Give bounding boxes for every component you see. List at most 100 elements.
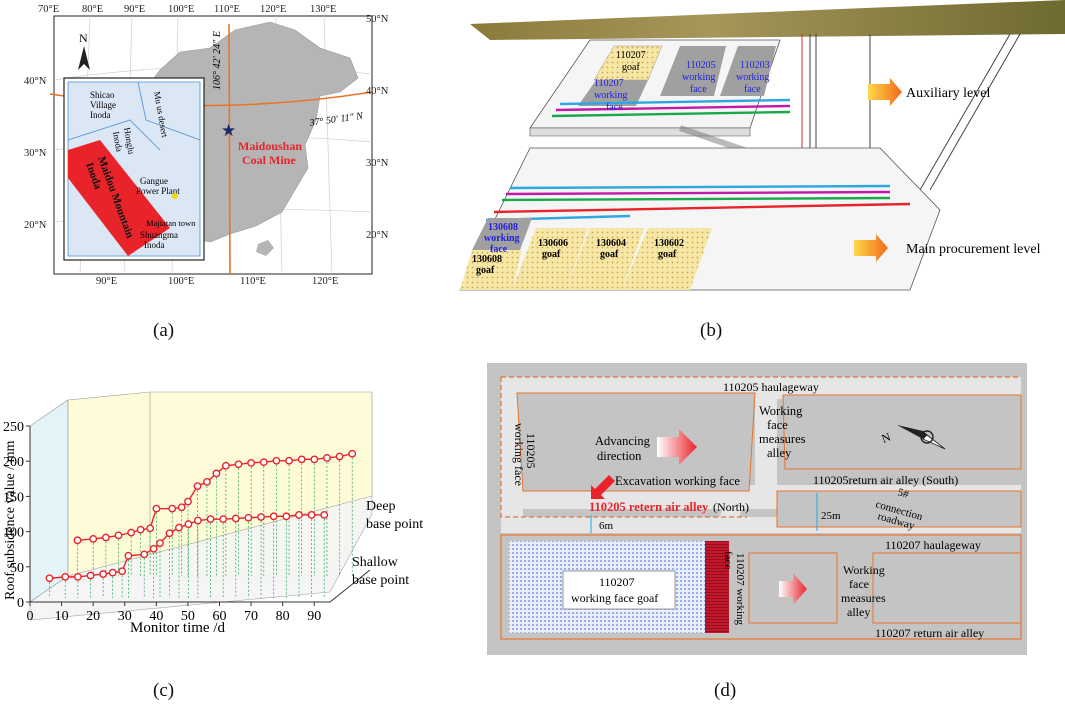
excavation-arrow-icon — [591, 475, 615, 499]
x-tick-label: 70 — [244, 609, 258, 624]
lon-tick: 100°E — [168, 4, 194, 15]
wf-205-label-2: working face — [512, 423, 526, 486]
data-point — [206, 515, 215, 524]
panel-a-map: ★ Maidoushan Coal Mine 106° 42' 24" E 37… — [20, 0, 395, 300]
data-point — [136, 525, 145, 534]
lon-tick: 90°E — [96, 276, 117, 287]
data-point — [323, 454, 331, 462]
return-207-label: 110207 return air alley — [875, 626, 984, 640]
wf-207-label: 110207 working — [734, 553, 746, 626]
data-point — [184, 497, 192, 506]
lat-tick: 50°N — [366, 14, 389, 25]
roadway-plan: 110205 haulageway 110205 working face Ad… — [487, 363, 1027, 655]
data-point — [108, 568, 117, 577]
legend-deep-2: base point — [366, 517, 423, 532]
data-point — [247, 458, 256, 467]
goaf-label: 110207 — [599, 575, 635, 589]
haulageway-207-label: 110207 haulageway — [885, 538, 981, 552]
svg-text:Inoda: Inoda — [144, 240, 165, 250]
data-point — [73, 572, 82, 581]
data-point — [124, 551, 133, 560]
ground-surface — [470, 0, 1065, 40]
data-point — [165, 529, 174, 538]
twentyfive-m-label: 25m — [821, 510, 841, 522]
advancing-label-2: direction — [597, 449, 642, 463]
x-tick-label: 80 — [276, 609, 290, 624]
data-point — [269, 512, 278, 521]
north-word-label: (North) — [713, 500, 749, 514]
mine-label-2: Coal Mine — [242, 153, 296, 167]
svg-text:goaf: goaf — [658, 249, 677, 260]
lat-tick: 40°N — [366, 86, 389, 97]
data-point — [177, 503, 186, 512]
svg-text:Inoda: Inoda — [111, 131, 124, 153]
data-point — [45, 574, 54, 583]
svg-text:Majiatan town: Majiatan town — [146, 218, 196, 228]
svg-text:working: working — [682, 72, 715, 83]
advancing-207-arrow-icon — [779, 573, 807, 605]
data-point — [203, 477, 211, 486]
y-tick-label: 200 — [3, 455, 24, 470]
data-point — [89, 535, 98, 543]
svg-text:110205: 110205 — [686, 60, 716, 71]
measures-label-2: face — [767, 418, 788, 432]
data-point — [193, 482, 202, 491]
svg-text:130608: 130608 — [488, 222, 518, 233]
data-point — [272, 456, 281, 465]
y-tick-label: 150 — [3, 490, 24, 505]
data-point — [61, 572, 70, 581]
lat-tick: 40°N — [24, 76, 47, 87]
main-level-label: Main procurement level — [906, 242, 1041, 257]
label-c: (c) — [153, 680, 175, 701]
measures2-label-4: alley — [847, 605, 870, 619]
x-tick-label: 0 — [27, 609, 34, 624]
x-tick-label: 60 — [212, 609, 226, 624]
lon-tick: 130°E — [310, 4, 336, 15]
svg-text:N: N — [79, 31, 88, 45]
data-point — [184, 520, 193, 528]
data-point — [86, 571, 95, 580]
x-tick-label: 90 — [307, 609, 321, 624]
svg-text:Shuangma: Shuangma — [140, 230, 178, 240]
data-point — [335, 452, 344, 461]
data-point — [212, 469, 221, 478]
label-b: (b) — [700, 320, 723, 341]
svg-text:goaf: goaf — [476, 265, 495, 276]
data-point — [257, 513, 265, 521]
svg-text:130608: 130608 — [472, 254, 502, 265]
excavation-label: Excavation working face — [615, 474, 740, 488]
label-d: (d) — [714, 680, 737, 701]
measures2-label-3: measures — [841, 591, 886, 605]
data-point — [297, 455, 306, 464]
panel-d-plan: 110205 haulageway 110205 working face Ad… — [487, 363, 1027, 655]
data-point — [149, 544, 158, 553]
x-tick-label: 20 — [86, 609, 100, 624]
y-tick-label: 250 — [3, 420, 24, 435]
legend-shallow: Shallow — [352, 555, 399, 570]
svg-text:Inoda: Inoda — [90, 110, 111, 120]
data-point — [193, 516, 202, 525]
svg-text:goaf: goaf — [542, 249, 561, 260]
legend-deep: Deep — [366, 499, 396, 514]
data-point — [146, 524, 155, 533]
y-axis-label: Roof subsidence value / mm — [3, 440, 18, 600]
inset-map: Shicao Village Inoda Mu us desert Honglu… — [63, 77, 205, 261]
svg-text:110207: 110207 — [594, 78, 624, 89]
data-point — [310, 455, 319, 464]
svg-text:goaf: goaf — [622, 62, 640, 73]
lon-tick: 90°E — [124, 4, 145, 15]
x-tick-label: 30 — [118, 609, 132, 624]
conn-label: 5# — [896, 486, 910, 501]
label-a: (a) — [153, 320, 175, 341]
svg-text:face: face — [606, 102, 623, 113]
mine-label: Maidoushan — [238, 139, 302, 153]
svg-text:Power Plant: Power Plant — [136, 186, 180, 196]
auxiliary-level-arrow-icon — [868, 78, 902, 106]
retern-north-label: 110205 retern air alley — [589, 500, 709, 514]
data-point — [282, 512, 291, 521]
x-axis-label: Monitor time /d — [130, 620, 225, 636]
data-point — [231, 514, 240, 523]
data-point — [259, 458, 268, 467]
